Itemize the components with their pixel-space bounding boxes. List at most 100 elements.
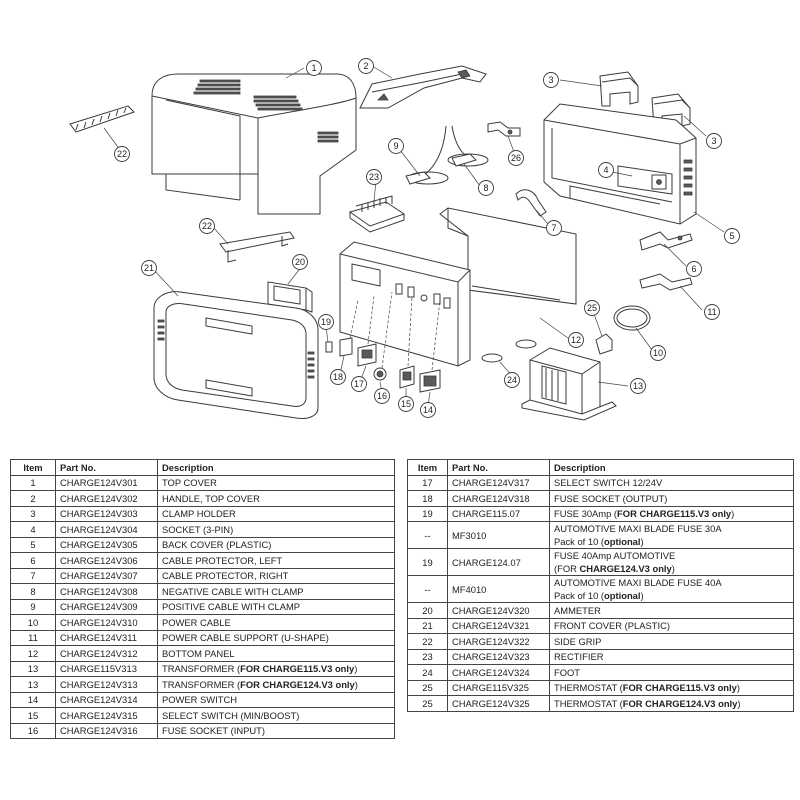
description-text: AUTOMOTIVE MAXI BLADE FUSE 40A bbox=[554, 577, 722, 588]
description-line: TRANSFORMER (FOR CHARGE124.V3 only) bbox=[162, 679, 358, 690]
svg-text:1: 1 bbox=[311, 63, 316, 73]
description-line: BOTTOM PANEL bbox=[162, 648, 235, 659]
cell-item: 20 bbox=[407, 602, 448, 619]
cell-part-no: MF3010 bbox=[447, 521, 550, 549]
description-text: BOTTOM PANEL bbox=[162, 647, 235, 659]
callout-19: 19 bbox=[318, 314, 334, 330]
svg-text:14: 14 bbox=[423, 405, 433, 415]
svg-text:16: 16 bbox=[377, 391, 387, 401]
svg-text:20: 20 bbox=[295, 257, 305, 267]
svg-text:18: 18 bbox=[333, 372, 343, 382]
cell-part-no: CHARGE124V316 bbox=[55, 722, 158, 739]
description-bold: FOR CHARGE124.V3 only bbox=[240, 678, 355, 690]
description-line: TOP COVER bbox=[162, 477, 217, 488]
svg-text:8: 8 bbox=[483, 183, 488, 193]
cell-item: 24 bbox=[407, 664, 448, 681]
cell-item: 7 bbox=[10, 567, 56, 584]
description-line: CABLE PROTECTOR, LEFT bbox=[162, 555, 282, 566]
part-socket bbox=[617, 165, 673, 195]
cell-part-no: CHARGE124V318 bbox=[447, 490, 550, 507]
cell-part-no: CHARGE115.07 bbox=[447, 505, 550, 522]
description-text: TRANSFORMER ( bbox=[162, 663, 241, 675]
cell-item: 22 bbox=[407, 633, 448, 650]
cell-item: 11 bbox=[10, 629, 56, 646]
description-line: FUSE 40Amp AUTOMOTIVE bbox=[554, 550, 675, 561]
cell-part-no: CHARGE124V324 bbox=[447, 664, 550, 681]
description-text-2: (FOR bbox=[554, 563, 580, 574]
callout-4: 4 bbox=[598, 162, 614, 178]
cell-description: TOP COVER bbox=[157, 474, 395, 491]
cell-part-no: CHARGE124V312 bbox=[55, 645, 158, 662]
cell-description: FUSE 30Amp (FOR CHARGE115.V3 only) bbox=[549, 505, 794, 522]
part-bottom-panel bbox=[439, 207, 577, 305]
cell-item: 9 bbox=[10, 598, 56, 615]
description-text: HANDLE, TOP COVER bbox=[162, 492, 260, 504]
svg-text:19: 19 bbox=[321, 317, 331, 327]
cell-description: NEGATIVE CABLE WITH CLAMP bbox=[157, 583, 395, 600]
description-line: POSITIVE CABLE WITH CLAMP bbox=[162, 601, 300, 612]
callout-15: 15 bbox=[398, 396, 414, 412]
callout-3a: 3 bbox=[543, 72, 559, 88]
svg-text:12: 12 bbox=[571, 335, 581, 345]
description-tail: ) bbox=[731, 508, 735, 520]
cell-item: 5 bbox=[10, 536, 56, 553]
cell-item: 23 bbox=[407, 648, 448, 665]
description-bold: FOR CHARGE115.V3 only bbox=[617, 508, 732, 520]
description-text: THERMOSTAT ( bbox=[554, 697, 623, 709]
part-rectifier bbox=[348, 195, 406, 233]
svg-text:10: 10 bbox=[653, 348, 663, 358]
callout-22b: 22 bbox=[199, 218, 215, 234]
cell-item: 4 bbox=[10, 521, 56, 538]
part-front-cover bbox=[153, 291, 319, 419]
svg-text:25: 25 bbox=[587, 303, 597, 313]
cell-item: 13 bbox=[10, 676, 56, 693]
cell-part-no: CHARGE124V323 bbox=[447, 648, 550, 665]
cell-description: CLAMP HOLDER bbox=[157, 505, 395, 522]
exploded-parts-diagram: 1 2 3 3 4 5 6 7 8 9 10 11 12 13 14 15 16… bbox=[69, 58, 740, 421]
cell-item: 12 bbox=[10, 645, 56, 662]
description-text: CABLE PROTECTOR, LEFT bbox=[162, 554, 283, 566]
callout-16: 16 bbox=[374, 388, 390, 404]
description-tail-2: ) bbox=[640, 590, 644, 601]
callout-10: 10 bbox=[650, 345, 666, 361]
cell-item: 8 bbox=[10, 583, 56, 600]
description-tail: ) bbox=[737, 697, 741, 709]
callout-12: 12 bbox=[568, 332, 584, 348]
cell-description: POWER CABLE SUPPORT (U-SHAPE) bbox=[157, 629, 395, 646]
description-text: POSITIVE CABLE WITH CLAMP bbox=[162, 601, 301, 613]
description-text: POWER SWITCH bbox=[162, 694, 237, 706]
cell-part-no: CHARGE124V310 bbox=[55, 614, 158, 631]
description-tail-2: ) bbox=[640, 536, 644, 547]
part-cable-protector-right bbox=[515, 189, 547, 217]
cell-item: 21 bbox=[407, 617, 448, 634]
description-line: SIDE GRIP bbox=[554, 636, 601, 647]
description-text: NEGATIVE CABLE WITH CLAMP bbox=[162, 585, 304, 597]
cell-description: CABLE PROTECTOR, RIGHT bbox=[157, 567, 395, 584]
description-bold: FOR CHARGE124.V3 only bbox=[622, 697, 738, 709]
cell-description: CABLE PROTECTOR, LEFT bbox=[157, 552, 395, 569]
part-thermostat bbox=[595, 333, 613, 355]
callout-22a: 22 bbox=[114, 146, 130, 162]
cell-item: 19 bbox=[407, 548, 448, 576]
description-line: POWER CABLE SUPPORT (U-SHAPE) bbox=[162, 632, 329, 643]
part-power-cable bbox=[613, 305, 651, 331]
cell-item: 19 bbox=[407, 505, 448, 522]
cell-description: TRANSFORMER (FOR CHARGE124.V3 only) bbox=[157, 676, 395, 693]
part-power-cable-support bbox=[639, 273, 693, 291]
part-switches bbox=[325, 291, 441, 393]
callout-labels: 1 2 3 3 4 5 6 7 8 9 10 11 12 13 14 15 16… bbox=[114, 58, 740, 418]
description-line: AMMETER bbox=[554, 605, 601, 616]
description-text: CLAMP HOLDER bbox=[162, 508, 236, 520]
cell-part-no: CHARGE124V313 bbox=[55, 676, 158, 693]
part-transformer bbox=[521, 347, 617, 421]
